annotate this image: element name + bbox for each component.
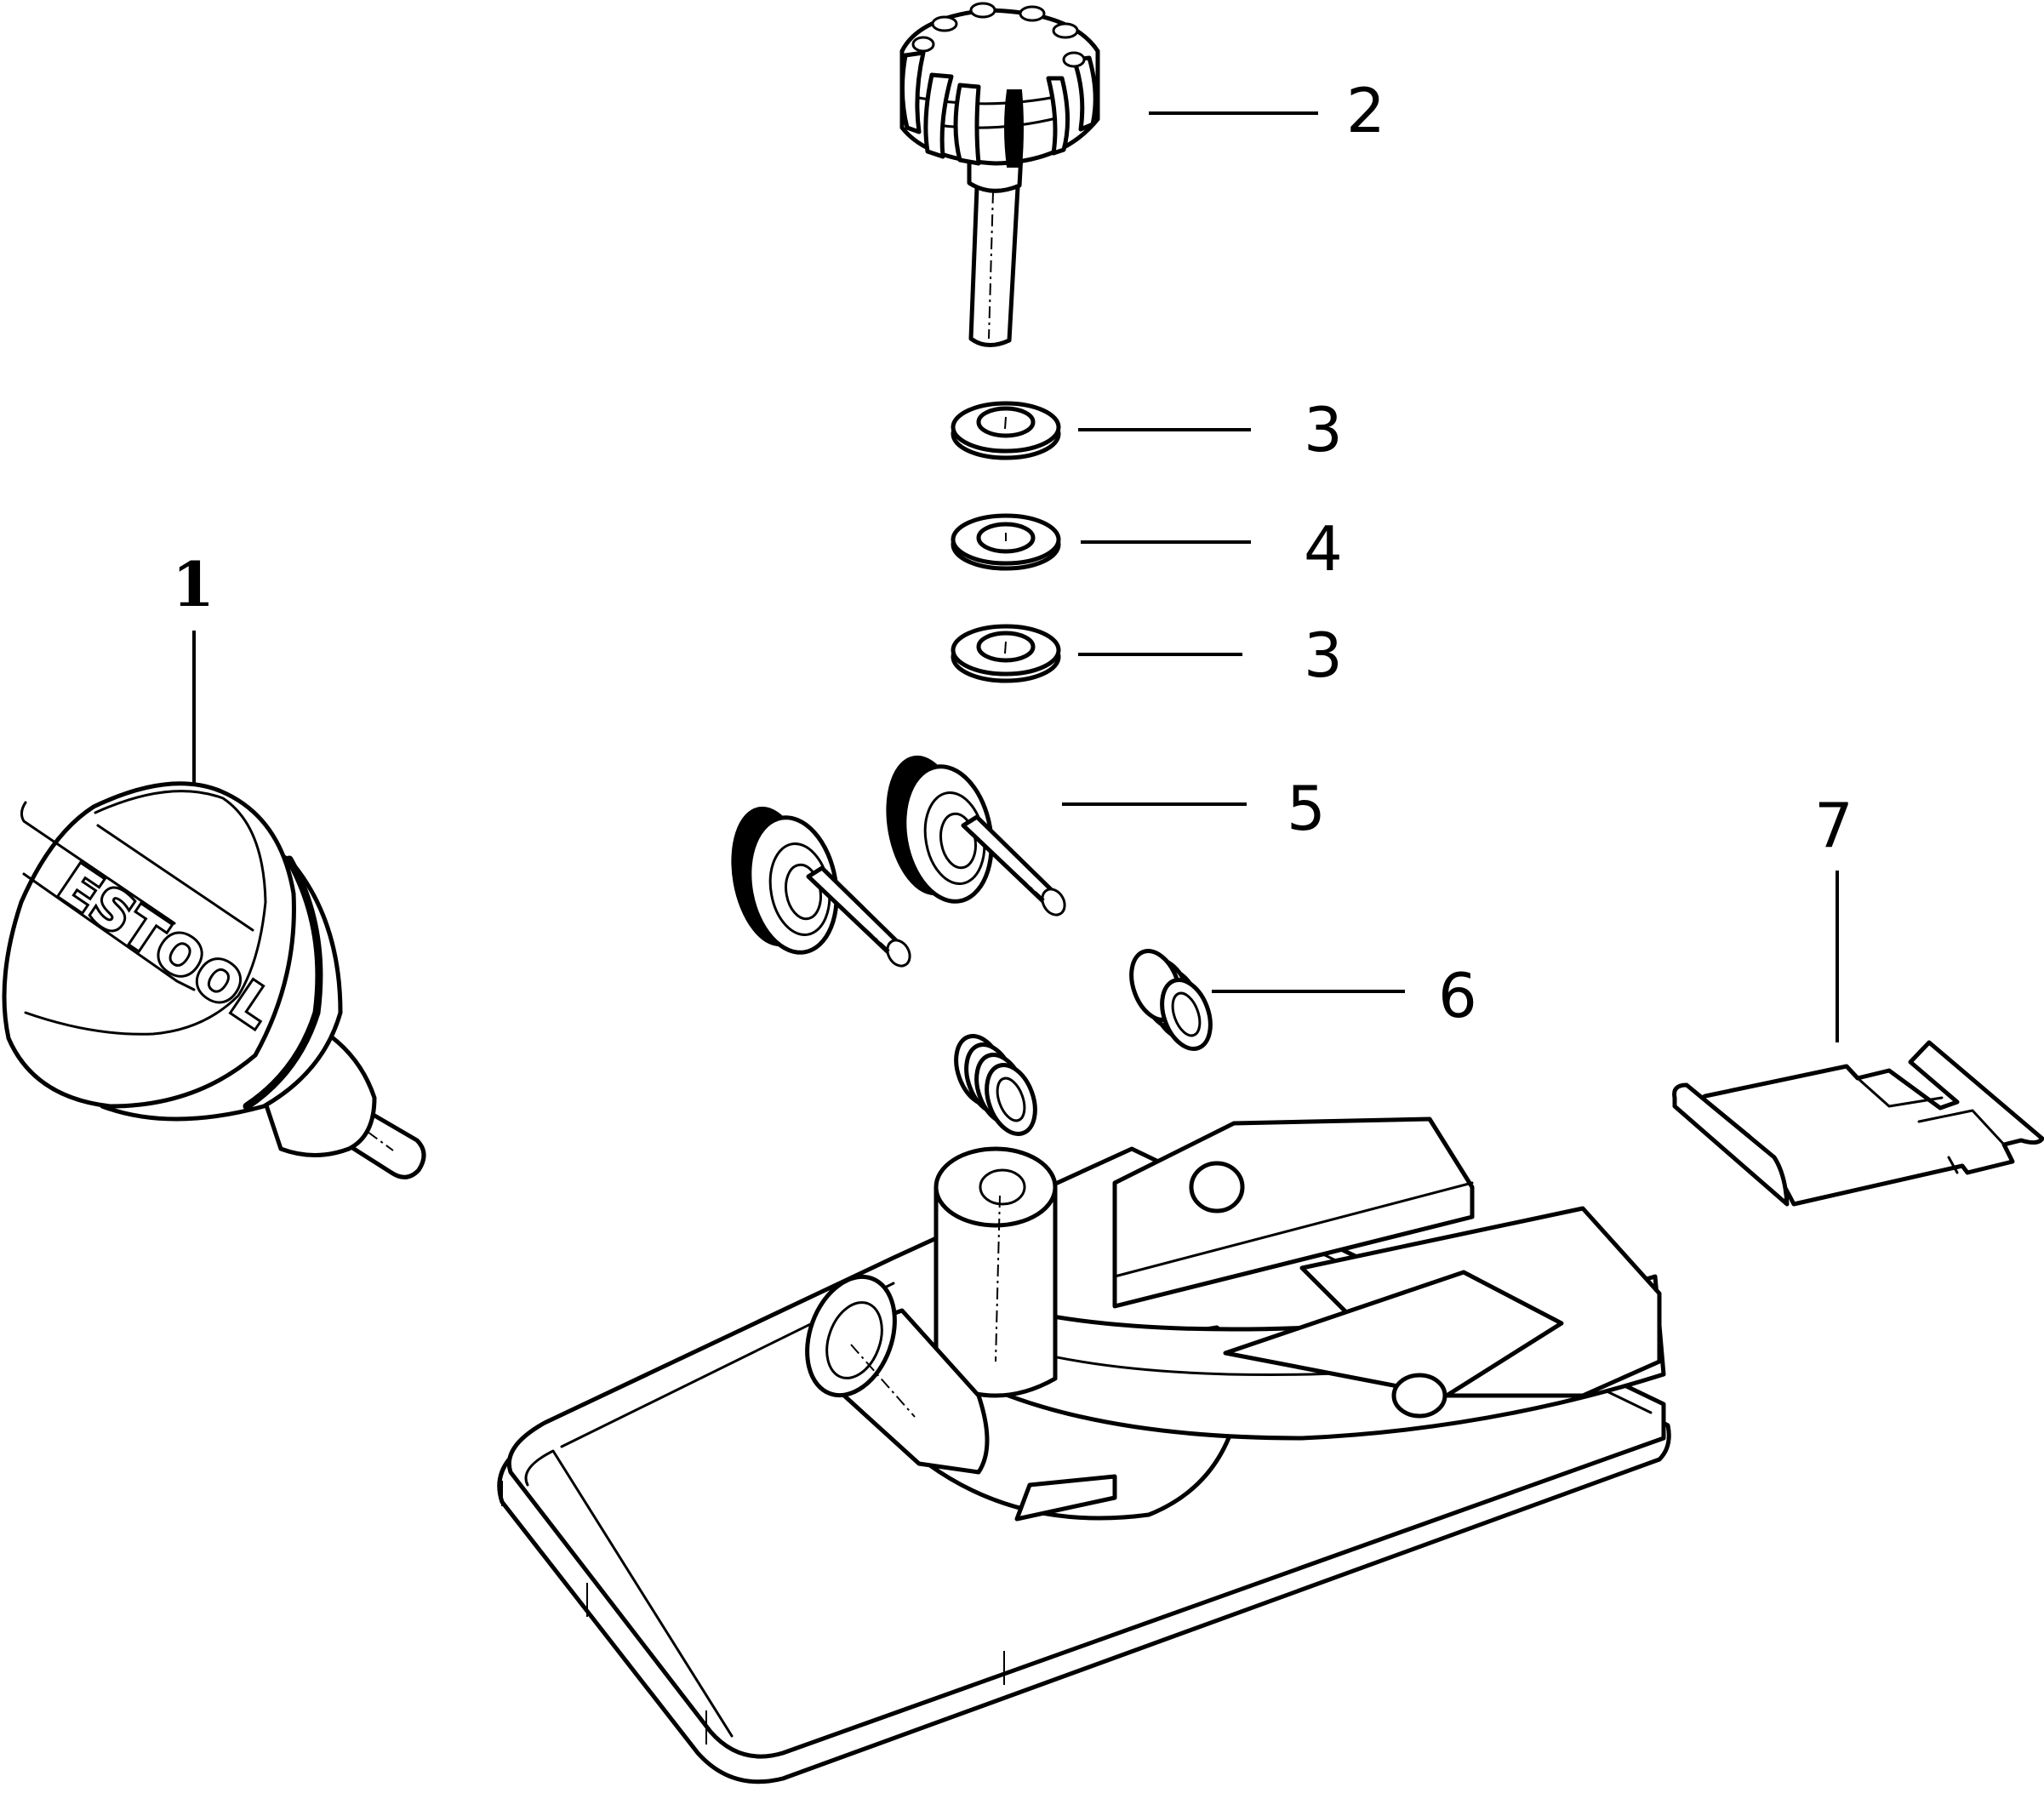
- roller-right: [886, 755, 1066, 916]
- base-assembly[interactable]: [497, 1116, 1671, 1784]
- roller-left: [731, 806, 911, 968]
- part-7-clip-plate[interactable]: [1672, 1040, 2044, 1207]
- spring-upper: [1129, 949, 1213, 1051]
- part-2-star-grip-screw[interactable]: [899, 2, 1100, 347]
- part-label-1[interactable]: 1: [172, 548, 214, 620]
- part-label-4[interactable]: 4: [1304, 513, 1343, 585]
- part-label-6[interactable]: 6: [1438, 960, 1477, 1031]
- part-5-knurled-rollers[interactable]: [722, 751, 1069, 970]
- part-label-3-upper[interactable]: 3: [1304, 394, 1343, 465]
- part-6-springs[interactable]: [947, 945, 1219, 1141]
- part-label-5[interactable]: 5: [1287, 773, 1326, 844]
- part-3-washer-lower[interactable]: [951, 624, 1061, 683]
- part-3-washer-upper[interactable]: [951, 401, 1061, 460]
- part-label-2[interactable]: 2: [1346, 75, 1385, 146]
- part-4-washer[interactable]: [951, 513, 1061, 571]
- part-label-7[interactable]: 7: [1814, 790, 1853, 861]
- part-1-festool-knob[interactable]: ESTOOL: [2, 781, 426, 1179]
- spring-lower: [954, 1034, 1037, 1136]
- part-label-3-lower[interactable]: 3: [1304, 620, 1343, 691]
